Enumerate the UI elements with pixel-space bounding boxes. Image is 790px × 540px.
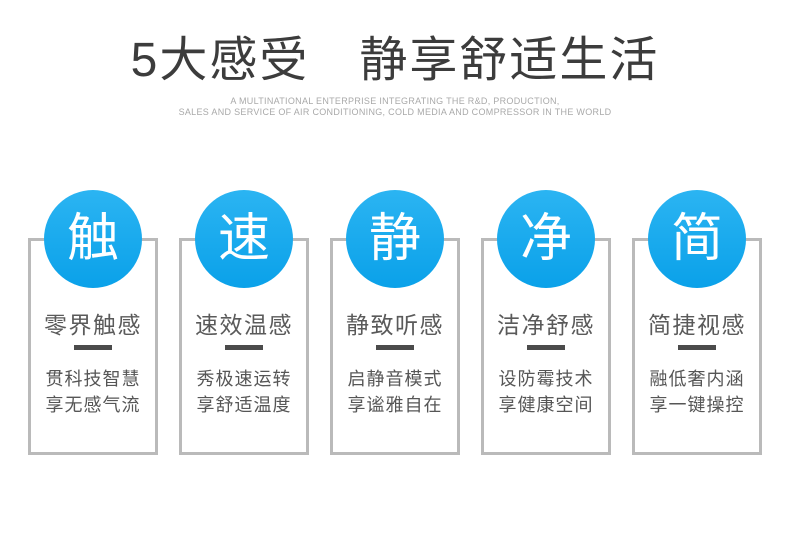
feature-badge-circle: 速: [195, 189, 293, 288]
feature-heading: 简捷视感: [648, 311, 746, 338]
feature-heading: 速效温感: [195, 311, 293, 338]
feature-card-speed: 速 速效温感 秀极速运转 享舒适温度: [179, 189, 309, 455]
feature-heading: 静致听感: [346, 311, 444, 338]
feature-badge-circle: 触: [44, 189, 142, 288]
feature-card-clean: 净 洁净舒感 设防霉技术 享健康空间: [481, 189, 611, 455]
heading-divider: [678, 344, 716, 350]
description-line-2: 享一键操控: [649, 394, 745, 415]
description-line-2: 享健康空间: [498, 394, 594, 415]
feature-card-touch: 触 零界触感 贯科技智慧 享无感气流: [28, 189, 158, 455]
description-line-2: 享无感气流: [45, 394, 141, 415]
feature-badge-circle: 简: [648, 189, 746, 288]
feature-badge-circle: 静: [346, 189, 444, 288]
description-line-1: 秀极速运转: [196, 368, 292, 389]
description-line-1: 设防霉技术: [498, 368, 594, 389]
feature-cards-row: 触 零界触感 贯科技智慧 享无感气流 速 速效温感 秀极速运转 享舒适温度 静 …: [0, 187, 790, 455]
feature-heading: 零界触感: [44, 311, 142, 338]
description-line-1: 贯科技智慧: [45, 368, 141, 389]
feature-badge-char: 净: [519, 209, 572, 268]
feature-badge-char: 触: [66, 209, 119, 268]
feature-badge-char: 速: [217, 209, 270, 268]
heading-divider: [376, 344, 414, 350]
page-subtitle: A MULTINATIONAL ENTERPRISE INTEGRATING T…: [0, 96, 790, 118]
page-title: 5大感受 静享舒适生活: [130, 34, 660, 87]
feature-description: 贯科技智慧 享无感气流: [31, 366, 155, 418]
subtitle-line-2: SALES AND SERVICE OF AIR CONDITIONING, C…: [178, 106, 612, 117]
heading-divider: [225, 344, 263, 350]
description-line-2: 享谧雅自在: [347, 394, 443, 415]
description-line-2: 享舒适温度: [196, 394, 292, 415]
feature-badge-char: 静: [368, 209, 421, 268]
feature-heading: 洁净舒感: [497, 311, 595, 338]
description-line-1: 融低奢内涵: [649, 368, 745, 389]
heading-divider: [527, 344, 565, 350]
feature-description: 设防霉技术 享健康空间: [484, 366, 608, 418]
feature-card-simple: 简 简捷视感 融低奢内涵 享一键操控: [632, 189, 762, 455]
feature-description: 秀极速运转 享舒适温度: [182, 366, 306, 418]
feature-card-quiet: 静 静致听感 启静音模式 享谧雅自在: [330, 189, 460, 455]
feature-description: 融低奢内涵 享一键操控: [635, 366, 759, 418]
subtitle-line-1: A MULTINATIONAL ENTERPRISE INTEGRATING T…: [230, 95, 560, 106]
description-line-1: 启静音模式: [347, 368, 443, 389]
feature-description: 启静音模式 享谧雅自在: [333, 366, 457, 418]
feature-badge-char: 简: [670, 209, 723, 268]
heading-divider: [74, 344, 112, 350]
feature-badge-circle: 净: [497, 189, 595, 288]
